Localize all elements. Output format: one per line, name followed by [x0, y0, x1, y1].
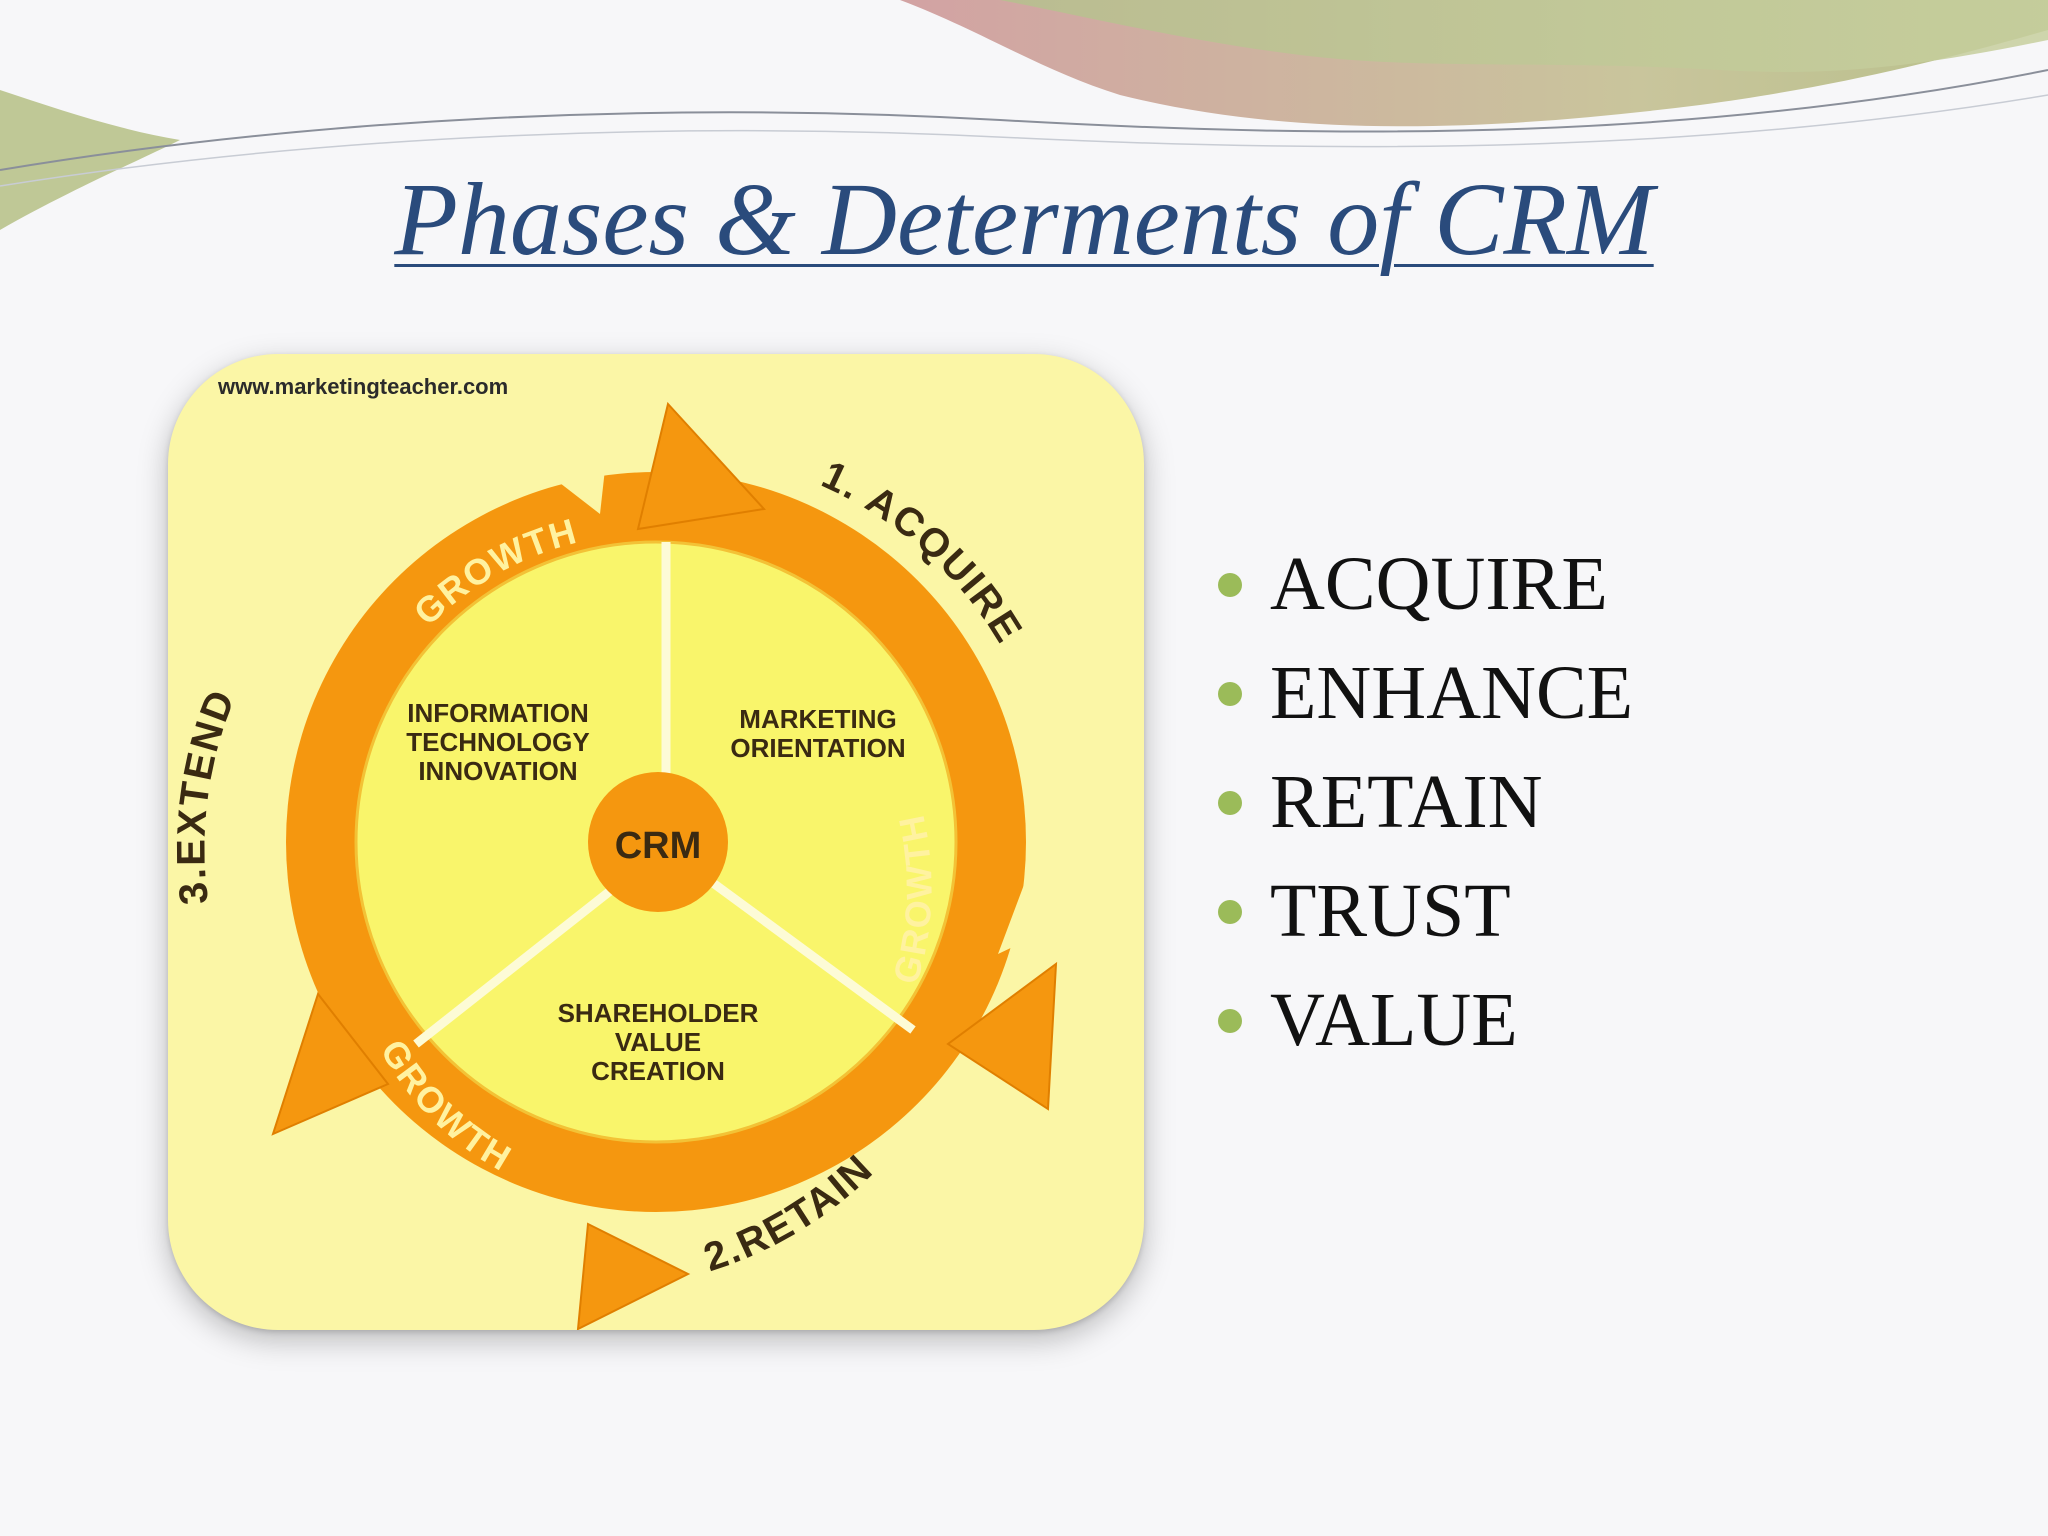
bullet-list: ACQUIRE ENHANCE RETAIN TRUST VALUE	[1218, 530, 1633, 1075]
marketing-label-line-2: ORIENTATION	[730, 733, 905, 763]
bullet-item: VALUE	[1218, 966, 1633, 1075]
bullet-item: TRUST	[1218, 857, 1633, 966]
arrowhead	[576, 1222, 691, 1330]
center-label: CRM	[615, 825, 702, 867]
bullet-text: RETAIN	[1270, 760, 1543, 844]
bullet-dot-icon	[1218, 790, 1242, 815]
ring-gap	[998, 874, 1083, 954]
bullet-text: ACQUIRE	[1270, 542, 1608, 626]
it-label-line-2: TECHNOLOGY	[406, 727, 589, 757]
divider-line	[691, 865, 916, 1034]
shareholder-label-line-1: SHAREHOLDER	[558, 998, 759, 1028]
divider-line	[413, 865, 641, 1048]
bullet-item: ACQUIRE	[1218, 530, 1633, 639]
marketing-label-line-1: MARKETING	[739, 704, 896, 734]
bullet-dot-icon	[1218, 899, 1242, 924]
it-label-line-1: INFORMATION	[407, 698, 589, 728]
bullet-item: ENHANCE	[1218, 639, 1633, 748]
bullet-text: ENHANCE	[1270, 651, 1634, 735]
arrowhead	[636, 401, 766, 531]
bullet-dot-icon	[1218, 572, 1242, 597]
crm-cycle-diagram: CRM INFORMATION TECHNOLOGY INNOVATION MA…	[168, 354, 1144, 1330]
bullet-dot-icon	[1218, 681, 1242, 706]
arrowhead	[946, 961, 1058, 1111]
it-label-line-3: INNOVATION	[418, 756, 577, 786]
shareholder-label-line-2: VALUE	[615, 1027, 701, 1057]
slide-title-text: Phases & Determents of CRM	[394, 162, 1654, 277]
arrowhead	[271, 991, 390, 1136]
slide-title: Phases & Determents of CRM	[0, 160, 2048, 280]
bullet-text: TRUST	[1270, 869, 1511, 953]
center-circle	[588, 772, 728, 912]
phase-label-extend: 3.EXTEND	[169, 683, 244, 907]
ring-gap	[538, 424, 610, 514]
header-wave-decoration	[0, 0, 2048, 230]
bullet-item: RETAIN	[1218, 748, 1633, 857]
crm-cycle-svg: CRM INFORMATION TECHNOLOGY INNOVATION MA…	[169, 374, 1083, 1330]
bullet-dot-icon	[1218, 1008, 1242, 1033]
shareholder-label-line-3: CREATION	[591, 1056, 725, 1086]
bullet-text: VALUE	[1270, 978, 1518, 1062]
watermark-text: www.marketingteacher.com	[217, 374, 508, 399]
